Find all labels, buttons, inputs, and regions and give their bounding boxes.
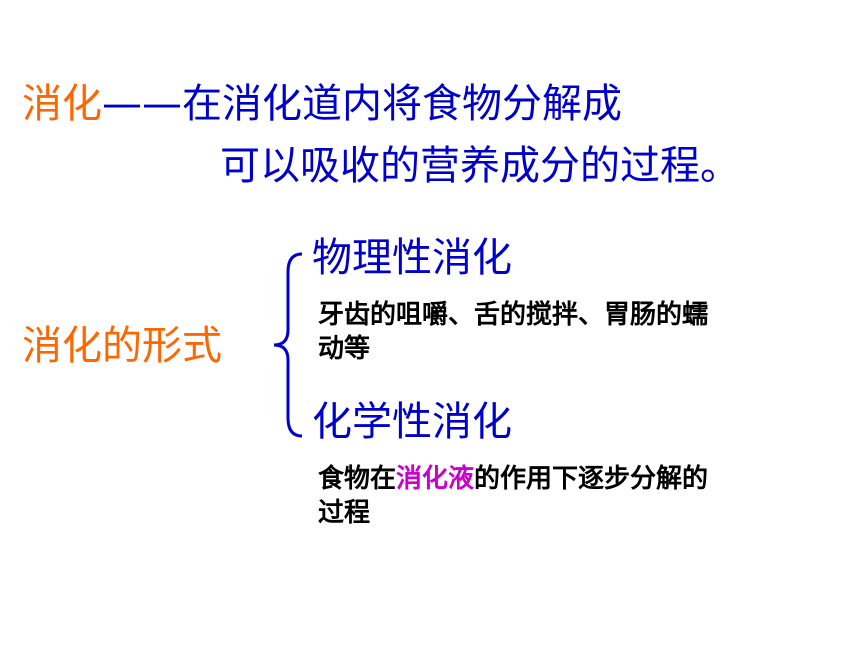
definition-line-1: 消化——在消化道内将食物分解成 <box>22 78 622 130</box>
curly-brace-icon <box>273 252 303 438</box>
definition-line-2: 可以吸收的营养成分的过程。 <box>220 143 740 189</box>
forms-label: 消化的形式 <box>22 323 222 369</box>
definition-term: 消化 <box>22 81 102 127</box>
definition-text-1: 在消化道内将食物分解成 <box>182 81 622 127</box>
chemical-desc-suffix: 的作用下逐步分解的过程 <box>318 464 709 528</box>
physical-digestion-title: 物理性消化 <box>312 235 512 281</box>
definition-dash: —— <box>102 81 182 127</box>
chemical-digestion-description: 食物在消化液的作用下逐步分解的过程 <box>318 462 728 530</box>
chemical-digestion-title: 化学性消化 <box>312 399 512 445</box>
digestive-juice-highlight: 消化液 <box>396 464 475 494</box>
chemical-desc-prefix: 食物在 <box>318 464 397 494</box>
physical-digestion-description: 牙齿的咀嚼、舌的搅拌、胃肠的蠕动等 <box>318 300 709 364</box>
